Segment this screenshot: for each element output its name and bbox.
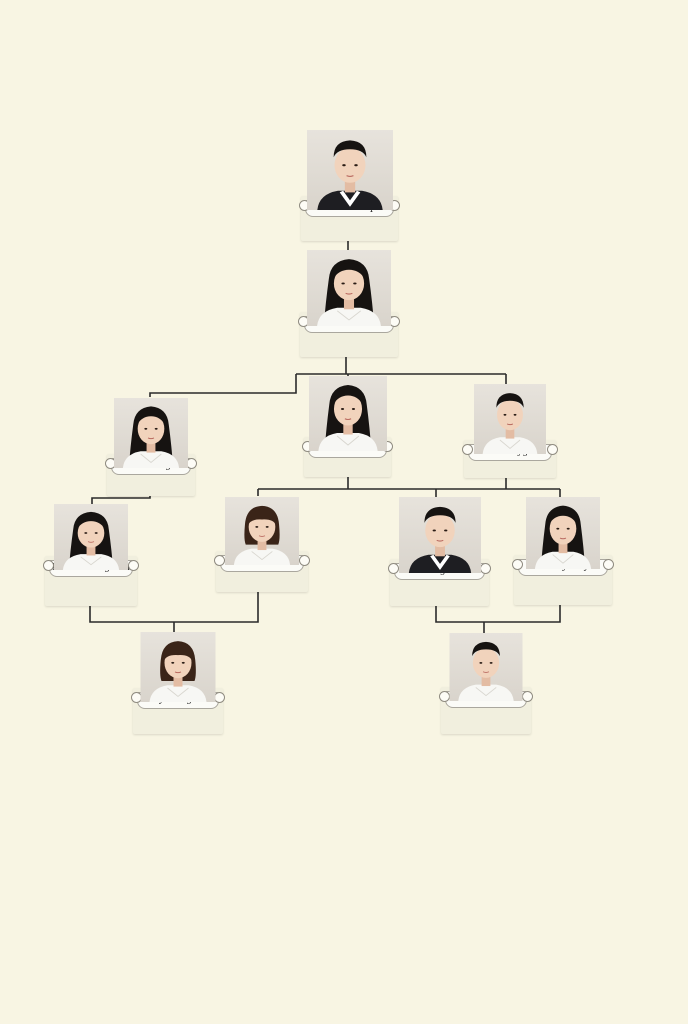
- portrait-photo: [114, 398, 188, 468]
- portrait-photo: [306, 130, 393, 210]
- person-card-p4[interactable]: Gaso Rmicho: [302, 376, 393, 477]
- person-card-p2[interactable]: Maud Tuis Kon: [298, 250, 400, 357]
- person-card-p6[interactable]: Hechad Swg dua: [43, 504, 139, 606]
- scroll-ornament-icon: [128, 560, 139, 571]
- connector-p8-p9-p11: [435, 604, 561, 633]
- scroll-ornament-icon: [462, 444, 473, 455]
- person-card-p1[interactable]: Aristime Rumpcok: [299, 130, 400, 241]
- scroll-ornament-icon: [439, 691, 450, 702]
- person-card-p8[interactable]: Kingot: [388, 497, 491, 606]
- scroll-ornament-icon: [547, 444, 558, 455]
- scroll-ornament-icon: [603, 559, 614, 570]
- person-card-p10[interactable]: Ky Lee gdn: [131, 632, 225, 734]
- scroll-ornament-icon: [43, 560, 54, 571]
- scroll-ornament-icon: [388, 563, 399, 574]
- portrait-photo: [474, 384, 546, 454]
- portrait-photo: [140, 632, 216, 702]
- scroll-ornament-icon: [214, 555, 225, 566]
- portrait-photo: [526, 497, 600, 569]
- portrait-photo: [398, 497, 481, 573]
- portrait-photo: [449, 633, 523, 701]
- scroll-ornament-icon: [480, 563, 491, 574]
- connector-p3-p6: [91, 494, 151, 504]
- person-card-p11[interactable]: Cuma Efa: [439, 633, 533, 734]
- portrait-photo: [308, 376, 387, 451]
- person-card-p3[interactable]: Gads Lalaigum: [105, 398, 197, 496]
- scroll-ornament-icon: [214, 692, 225, 703]
- portrait-photo: [307, 250, 391, 326]
- connector-p6-p7-p10: [89, 590, 259, 633]
- connector-p4-children: [257, 476, 561, 497]
- person-card-p5[interactable]: Femonnygda: [462, 384, 558, 478]
- scroll-ornament-icon: [522, 691, 533, 702]
- connector-p2-children: [149, 356, 507, 397]
- person-card-p7[interactable]: Amo: [214, 497, 310, 592]
- scroll-ornament-icon: [512, 559, 523, 570]
- person-card-p9[interactable]: Kalstny Gityr: [512, 497, 614, 605]
- portrait-photo: [225, 497, 299, 565]
- portrait-photo: [54, 504, 128, 570]
- scroll-ornament-icon: [299, 555, 310, 566]
